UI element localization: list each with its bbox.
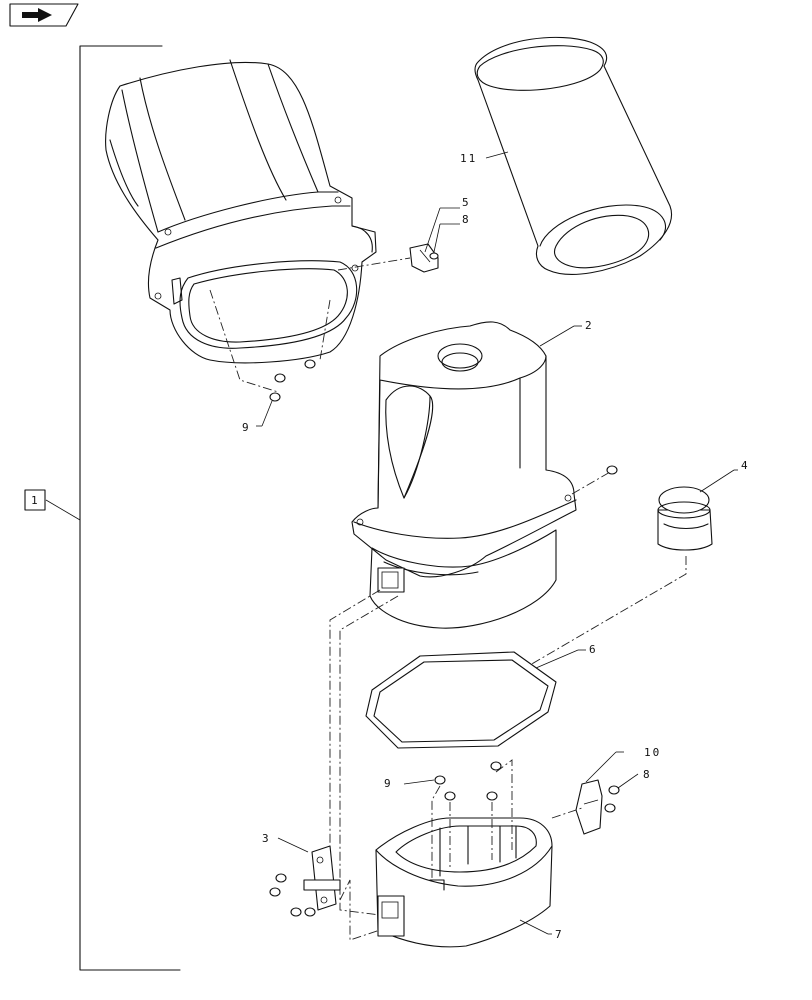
callout-7: 7 bbox=[555, 928, 564, 941]
nut-9-upper bbox=[269, 359, 316, 402]
callout-8-top: 8 bbox=[462, 213, 471, 226]
callout-9-upper: 9 bbox=[242, 421, 251, 434]
bolt-hinge-set bbox=[269, 873, 316, 917]
lower-bowl-7 bbox=[375, 817, 553, 948]
gasket-6 bbox=[365, 651, 557, 749]
hinge-3 bbox=[303, 845, 341, 911]
assembly-bracket bbox=[45, 45, 181, 971]
callout-1-box: 1 bbox=[24, 489, 46, 511]
bolt-8-side bbox=[606, 465, 618, 475]
dust-valve-4 bbox=[657, 486, 713, 551]
filter-element-11 bbox=[474, 36, 672, 275]
latch-10 bbox=[575, 779, 603, 835]
arrow-right-icon bbox=[22, 8, 52, 22]
callout-11: 11 bbox=[460, 152, 477, 165]
callout-4: 4 bbox=[741, 459, 750, 472]
bolt-8-latch bbox=[604, 785, 620, 813]
callout-8-latch: 8 bbox=[643, 768, 652, 781]
main-body-2 bbox=[351, 321, 577, 629]
callout-2: 2 bbox=[585, 319, 594, 332]
callout-6: 6 bbox=[589, 643, 598, 656]
bolt-8-top bbox=[429, 252, 439, 260]
callout-5: 5 bbox=[462, 196, 471, 209]
callout-10: 10 bbox=[644, 746, 661, 759]
callout-9-lower: 9 bbox=[384, 777, 393, 790]
callout-1: 1 bbox=[31, 494, 40, 507]
callout-3: 3 bbox=[262, 832, 271, 845]
upper-housing bbox=[105, 59, 377, 364]
nut-9-lower bbox=[434, 761, 502, 801]
navigation-arrow-button[interactable] bbox=[9, 3, 79, 27]
